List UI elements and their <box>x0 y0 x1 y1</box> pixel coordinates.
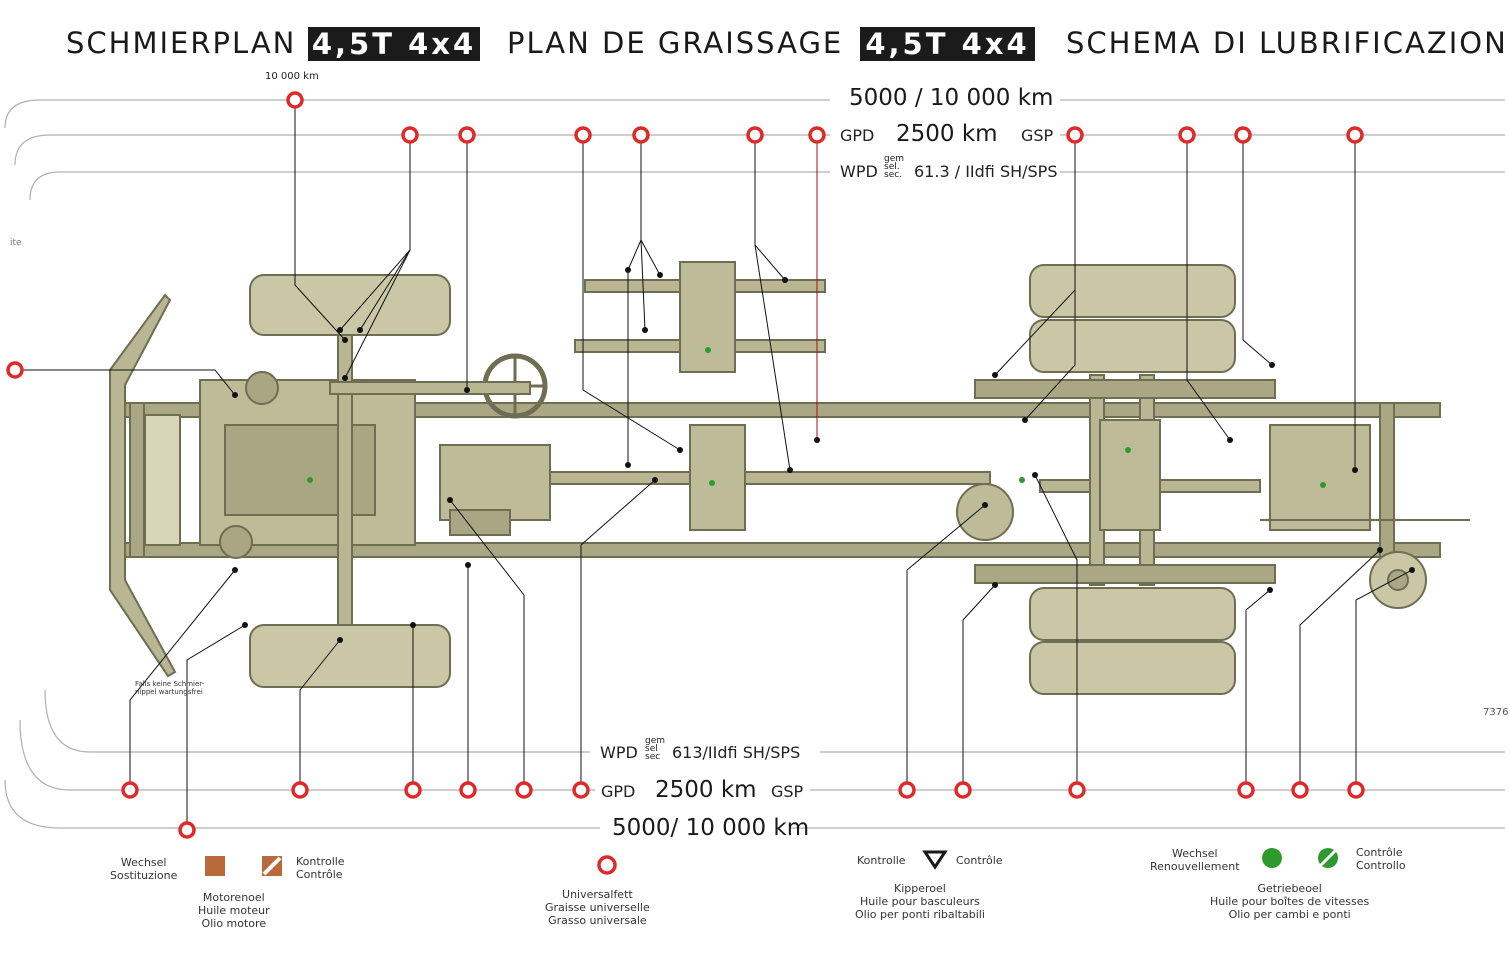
chassis-drawing <box>109 261 1470 695</box>
bottom-wpd-value: 613/IIdfi SH/SPS <box>672 743 801 762</box>
grease-legend-ring <box>597 855 617 875</box>
grease-point <box>1346 126 1364 144</box>
grease-point <box>515 781 533 799</box>
grease-point <box>401 126 419 144</box>
top-gpd: GPD <box>840 126 875 145</box>
grease-point <box>178 821 196 839</box>
bottom-interval-5000-10000: 5000/ 10 000 km <box>612 815 810 841</box>
leader-lines <box>15 100 1413 830</box>
gear-oil-change-dot <box>1262 848 1282 868</box>
grease-point <box>121 781 139 799</box>
nipple-dots <box>232 267 1415 643</box>
top-wpd-value: 61.3 / IIdfi SH/SPS <box>914 162 1058 181</box>
left-edge-mark: ite <box>10 238 22 248</box>
maintenance-free-note: Falls keine Schmier-nippel wartungsfrei <box>135 680 205 696</box>
grease-point <box>574 126 592 144</box>
title-fr: PLAN DE GRAISSAGE <box>507 26 844 60</box>
km-10000-label: 10 000 km <box>265 71 319 82</box>
grease-points <box>6 91 1365 839</box>
top-interval-5000-10000: 5000 / 10 000 km <box>849 85 1054 111</box>
bottom-wpd: WPD <box>600 743 638 762</box>
grease-point <box>632 126 650 144</box>
grease-point <box>572 781 590 799</box>
grease-point <box>1178 126 1196 144</box>
grease-point <box>458 126 476 144</box>
title-it: SCHEMA DI LUBRIFICAZIONE <box>1066 26 1510 60</box>
oil-markers <box>307 347 1326 488</box>
model-badge-1: 4,5T 4x4 <box>308 27 480 61</box>
grease-point <box>808 126 826 144</box>
grease-point <box>954 781 972 799</box>
bottom-gsp: GSP <box>771 782 804 801</box>
grease-point <box>404 781 422 799</box>
tipper-check-left: Kontrolle <box>857 854 906 867</box>
grease-point <box>6 361 24 379</box>
grease-point <box>291 781 309 799</box>
grease-point <box>898 781 916 799</box>
tipper-check-right: Contrôle <box>956 854 1003 867</box>
grease-point <box>746 126 764 144</box>
top-gpd-km: 2500 km <box>896 121 998 147</box>
gear-oil-check-dot <box>1318 848 1338 868</box>
grease-point <box>1066 126 1084 144</box>
grease-point <box>1291 781 1309 799</box>
top-gsp: GSP <box>1021 126 1054 145</box>
top-guide-lines <box>4 99 1505 201</box>
bottom-guide-lines <box>4 689 1505 829</box>
engine-oil-check-swatch <box>262 856 282 876</box>
grease-point <box>286 91 304 109</box>
grease-point <box>459 781 477 799</box>
title-de: SCHMIERPLAN <box>66 26 297 60</box>
grease-point <box>1234 126 1252 144</box>
grease-point <box>1068 781 1086 799</box>
grease-point <box>1237 781 1255 799</box>
engine-oil-change-swatch <box>205 856 225 876</box>
bottom-gpd-km: 2500 km <box>655 777 757 803</box>
tipper-oil-triangle <box>922 850 948 870</box>
grease-point <box>1347 781 1365 799</box>
model-badge-2: 4,5T 4x4 <box>860 27 1035 61</box>
bottom-gpd: GPD <box>601 782 636 801</box>
drawing-number: 7376 <box>1483 707 1509 718</box>
top-wpd: WPD <box>840 162 878 181</box>
